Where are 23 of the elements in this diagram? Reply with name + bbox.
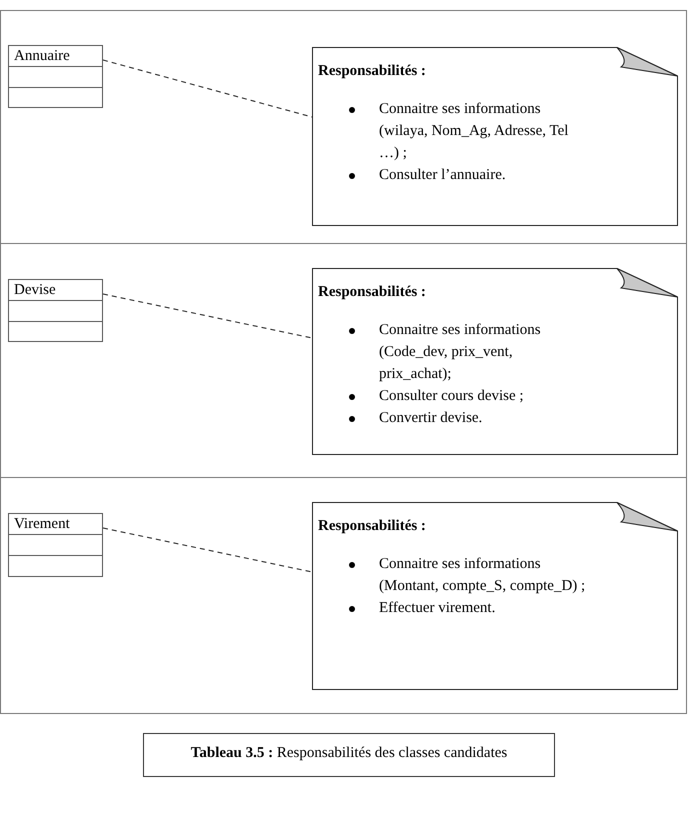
- list-item: Connaitre ses informations (wilaya, Nom_Ag, Adresse, Tel …) ;: [379, 100, 570, 163]
- list-item: Connaitre ses informations (Code_dev, prix_vent, prix_achat);: [379, 321, 542, 384]
- caption: Tableau 3.5 : Responsabilités des classes candidates: [190, 744, 508, 763]
- class-box: [8, 513, 103, 577]
- note-box: [312, 47, 678, 226]
- list-item: Connaitre ses informations (Montant, compte_S, compte_D) ;: [379, 555, 586, 596]
- class-name: Annuaire: [14, 48, 70, 64]
- list-item: Consulter cours devise ;: [379, 387, 525, 406]
- note-heading: Responsabilités :: [318, 517, 426, 536]
- dashed-connector: [102, 294, 312, 338]
- note-box: [312, 502, 678, 690]
- list-item: Effectuer virement.: [379, 599, 496, 618]
- dashed-connector: [102, 528, 312, 572]
- note-box: [312, 268, 678, 455]
- note-heading: Responsabilités :: [318, 283, 426, 302]
- note-heading: Responsabilités :: [318, 62, 426, 81]
- class-name: Devise: [14, 282, 56, 298]
- dashed-connector: [102, 60, 312, 118]
- list-item: Consulter l’annuaire.: [379, 166, 507, 185]
- class-name: Virement: [14, 516, 70, 532]
- class-box: [8, 45, 103, 108]
- list-item: Convertir devise.: [379, 409, 484, 428]
- class-box: [8, 279, 103, 342]
